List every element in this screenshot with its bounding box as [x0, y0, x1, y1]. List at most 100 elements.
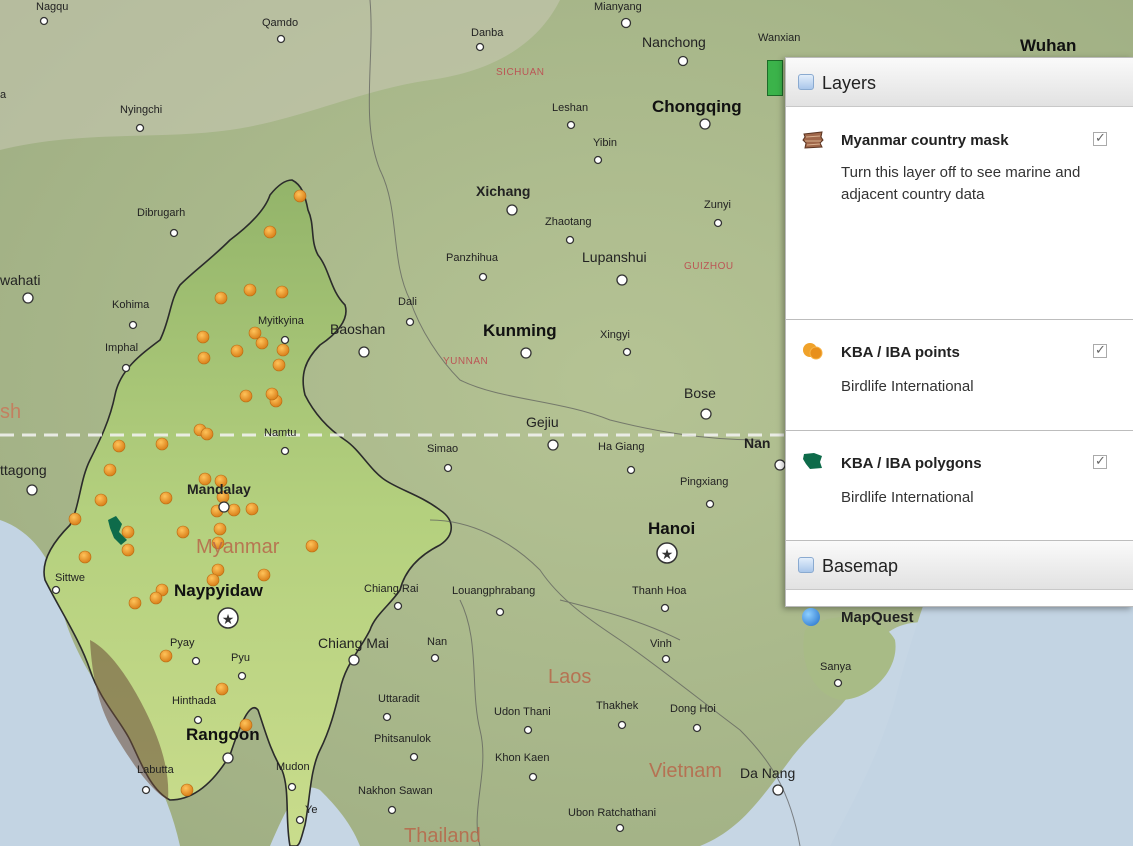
kba-point[interactable]	[305, 539, 319, 553]
kba-point[interactable]	[214, 291, 228, 305]
kba-point[interactable]	[230, 344, 244, 358]
kba-point[interactable]	[176, 525, 190, 539]
city-label: ttagong	[0, 462, 47, 478]
city-label: Nakhon Sawan	[358, 785, 433, 797]
kba-point[interactable]	[159, 649, 173, 663]
kba-point[interactable]	[276, 343, 290, 357]
panel-toggle-handle[interactable]	[767, 60, 783, 96]
kba-point[interactable]	[255, 336, 269, 350]
city-label: Ye	[305, 804, 318, 816]
capital-markers: ★ ★	[217, 542, 678, 629]
kba-point[interactable]	[94, 493, 108, 507]
layers-title: Layers	[822, 73, 877, 93]
kba-point[interactable]	[197, 351, 211, 365]
country-label: Thailand	[404, 825, 481, 846]
kba-point[interactable]	[245, 502, 259, 516]
country-label: sh	[0, 401, 22, 423]
kba-point[interactable]	[215, 682, 229, 696]
kba-point[interactable]	[211, 563, 225, 577]
city-label: Udon Thani	[494, 706, 551, 718]
layers-header[interactable]: Layers	[786, 58, 1133, 107]
kba-point[interactable]	[257, 568, 271, 582]
city-label: Thakhek	[596, 700, 639, 712]
kba-point[interactable]	[121, 543, 135, 557]
kba-point[interactable]	[78, 550, 92, 564]
kba-point[interactable]	[213, 522, 227, 536]
kba-point[interactable]	[196, 330, 210, 344]
kba-point[interactable]	[149, 591, 163, 605]
city-label: Rangoon	[186, 725, 260, 744]
basemap-header[interactable]: Basemap	[786, 541, 1133, 590]
region-label: YUNNAN	[443, 356, 489, 367]
city-label: Kohima	[112, 299, 150, 311]
kba-point[interactable]	[263, 225, 277, 239]
basemap-name: MapQuest	[841, 609, 914, 626]
country-borders	[368, 0, 801, 846]
city-label: Qamdo	[262, 17, 299, 29]
kba-point[interactable]	[112, 439, 126, 453]
kba-point[interactable]	[265, 387, 279, 401]
kba-point[interactable]	[206, 573, 220, 587]
kba-point[interactable]	[293, 189, 307, 203]
city-label: Zhaotang	[545, 216, 592, 228]
layer-visibility-checkbox[interactable]	[1093, 453, 1107, 469]
city-label: Zunyi	[704, 199, 731, 211]
kba-point[interactable]	[275, 285, 289, 299]
kba-point[interactable]	[214, 474, 228, 488]
kba-point[interactable]	[211, 536, 225, 550]
kba-point[interactable]	[68, 512, 82, 526]
kba-point[interactable]	[272, 358, 286, 372]
city-label: Wuhan	[1020, 36, 1077, 55]
svg-text:★: ★	[222, 612, 235, 628]
city-label: Myitkyina	[258, 315, 304, 327]
kba-point[interactable]	[239, 718, 253, 732]
kba-point[interactable]	[243, 283, 257, 297]
city-label: Pyay	[170, 637, 195, 649]
city-label: Baoshan	[330, 321, 386, 337]
city-label: Uttaradit	[378, 693, 420, 705]
city-label: Vinh	[650, 638, 672, 650]
kba-point[interactable]	[239, 389, 253, 403]
city-label: Naypyidaw	[174, 581, 263, 600]
city-label: Pingxiang	[680, 476, 729, 488]
kba-point[interactable]	[248, 326, 262, 340]
city-label: Mianyang	[594, 1, 642, 13]
kba-point[interactable]	[198, 472, 212, 486]
city-label: Khon Kaen	[495, 752, 550, 764]
layer-item-kba-points: KBA / IBA points Birdlife International	[786, 320, 1133, 431]
city-label: Mudon	[276, 761, 310, 773]
city-label: Dali	[398, 296, 417, 308]
kba-point[interactable]	[128, 596, 142, 610]
layer-visibility-checkbox[interactable]	[1093, 342, 1107, 358]
kba-point[interactable]	[155, 437, 169, 451]
city-label: Xingyi	[600, 329, 630, 341]
city-label: Kunming	[483, 321, 557, 340]
kba-point[interactable]	[103, 463, 117, 477]
kba-point[interactable]	[121, 525, 135, 539]
city-label: Nan	[744, 435, 771, 451]
layer-description: Birdlife International	[841, 489, 974, 506]
city-label: Xichang	[476, 183, 531, 199]
city-label: Yibin	[593, 137, 618, 149]
city-label: Labutta	[137, 764, 174, 776]
city-label: a	[0, 89, 7, 101]
layers-section-icon	[798, 74, 814, 90]
kba-point[interactable]	[227, 503, 241, 517]
kba-point[interactable]	[159, 491, 173, 505]
layer-name: Myanmar country mask	[841, 132, 1009, 149]
city-label: Panzhihua	[446, 252, 498, 264]
country-label: Laos	[548, 666, 592, 688]
city-label: Danba	[471, 27, 504, 39]
city-label: Namtu	[264, 427, 297, 439]
basemap-item-mapquest[interactable]: MapQuest	[786, 590, 1133, 646]
city-label: Lupanshui	[582, 249, 647, 265]
city-label: Wanxian	[758, 32, 801, 44]
city-label: Imphal	[105, 342, 139, 354]
layer-visibility-checkbox[interactable]	[1093, 130, 1107, 146]
kba-point[interactable]	[180, 783, 194, 797]
polygons-icon	[803, 453, 822, 469]
city-label: Louangphrabang	[452, 585, 536, 597]
layer-name: KBA / IBA points	[841, 344, 960, 361]
city-label: Hinthada	[172, 695, 217, 707]
kba-point[interactable]	[200, 427, 214, 441]
